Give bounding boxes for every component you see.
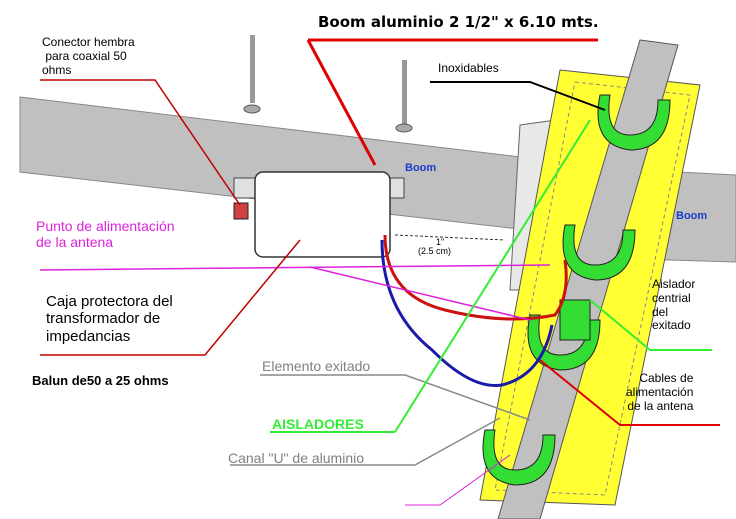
label-canal: Canal "U" de aluminio bbox=[228, 450, 365, 466]
label-aisladores: AISLADORES bbox=[272, 416, 364, 432]
balun-box bbox=[254, 171, 391, 258]
label-caja: Caja protectora del transformador de imp… bbox=[46, 293, 173, 345]
label-boom-left: Boom bbox=[405, 162, 437, 174]
bolt-right bbox=[395, 60, 413, 133]
label-punto: Punto de alimentación de la antena bbox=[36, 218, 175, 251]
label-inoxidables: Inoxidables bbox=[438, 61, 499, 75]
label-aislador-central: Aislador centrial del exitado bbox=[652, 277, 696, 333]
coax-connector bbox=[233, 202, 249, 220]
label-balun: Balun de50 a 25 ohms bbox=[32, 373, 169, 388]
label-elemento: Elemento exitado bbox=[262, 358, 371, 374]
insulator bbox=[482, 94, 671, 486]
label-dim-inch: 1" bbox=[436, 237, 445, 247]
blue-feed-wire bbox=[380, 239, 554, 388]
label-boom-right: Boom bbox=[676, 210, 708, 222]
bolt-left bbox=[243, 35, 261, 114]
label-dim-cm: (2.5 cm) bbox=[418, 246, 452, 256]
red-feed-wire bbox=[383, 234, 568, 321]
diagram-title: Boom aluminio 2 1/2" x 6.10 mts. bbox=[318, 13, 599, 31]
label-conector: Conector hembra para coaxial 50 ohms bbox=[42, 35, 135, 77]
label-cables: Cables de alimentación de la antena bbox=[626, 371, 694, 413]
